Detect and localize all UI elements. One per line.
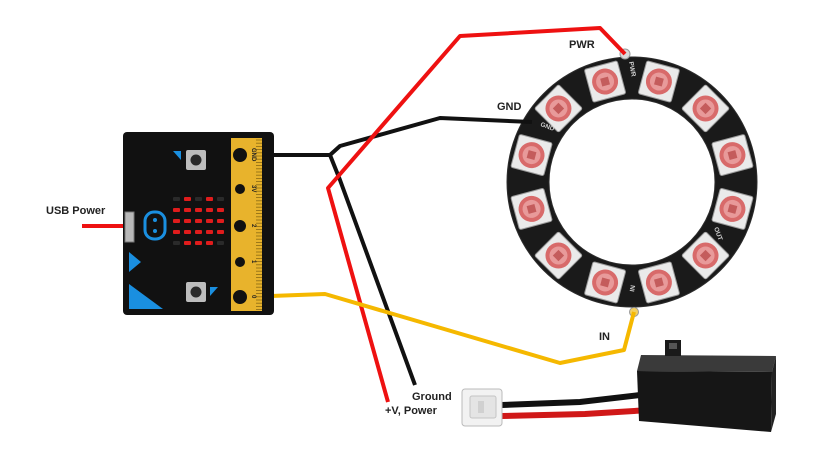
usb-power-label: USB Power (46, 205, 106, 217)
neopixel (711, 134, 754, 176)
blue-accent-top (173, 151, 181, 160)
led (195, 219, 202, 223)
button-b (186, 282, 206, 302)
led (217, 230, 224, 234)
microbit-board: GND 3V 2 1 0 (123, 132, 274, 315)
led (206, 230, 213, 234)
led (173, 197, 180, 201)
led (173, 241, 180, 245)
pin-3v: 3V (233, 182, 256, 196)
gnd-label: GND (497, 101, 522, 113)
neopixel (534, 84, 583, 133)
pin-3v-label: 3V (250, 185, 256, 192)
led (184, 219, 191, 223)
neopixel (638, 60, 680, 103)
pwr-label: PWR (569, 39, 595, 51)
ring-pad-in: IN (629, 284, 637, 292)
ground-wire-battery-lead (328, 154, 417, 386)
pin-2-label: 2 (250, 224, 256, 228)
neopixel (681, 84, 730, 133)
led (173, 219, 180, 223)
power-wire (326, 26, 627, 403)
labels: USB Power PWR GND IN Ground +V, Power (46, 39, 610, 417)
blue-accent-left (129, 252, 141, 272)
v-power-label: +V, Power (385, 405, 438, 417)
ring-pixels (510, 60, 754, 304)
ring-pad-pwr: PWR (627, 61, 637, 77)
blue-accent-corner (129, 284, 163, 309)
button-a (186, 150, 206, 170)
led (173, 230, 180, 234)
neopixel (510, 188, 553, 230)
signal-wire (242, 292, 636, 365)
led (184, 241, 191, 245)
ground-label: Ground (412, 391, 452, 403)
led (206, 208, 213, 212)
neopixel (584, 60, 626, 103)
pin-2: 2 (232, 218, 256, 234)
led (195, 230, 202, 234)
microbit-logo (143, 210, 167, 241)
usb-connector (124, 211, 135, 243)
pin-0-label: 0 (250, 295, 256, 299)
led-matrix (173, 197, 224, 245)
neopixel (534, 231, 583, 280)
led (173, 208, 180, 212)
led (206, 219, 213, 223)
led (184, 197, 191, 201)
led (217, 241, 224, 245)
led (217, 208, 224, 212)
ring-pad-out: OUT (712, 226, 723, 241)
neopixel (584, 261, 626, 304)
neopixel (638, 261, 680, 304)
led (195, 208, 202, 212)
led (195, 241, 202, 245)
led (217, 219, 224, 223)
led (195, 197, 202, 201)
neopixel (510, 134, 553, 176)
led (206, 241, 213, 245)
pin-1-label: 1 (250, 260, 256, 264)
pin-0: 0 (231, 288, 256, 306)
pin-gnd-label: GND (250, 148, 256, 162)
led (217, 197, 224, 201)
led (206, 197, 213, 201)
ground-wire (262, 116, 533, 157)
led (184, 208, 191, 212)
pin-gnd: GND (231, 146, 256, 164)
in-label: IN (599, 331, 610, 343)
neopixel (681, 231, 730, 280)
neopixel-ring: PWR GND OUT IN (506, 48, 758, 317)
pin-1: 1 (233, 255, 256, 269)
jst-connector (461, 388, 503, 427)
battery-pack (461, 340, 776, 432)
ring-pad-labels: PWR GND OUT IN (539, 61, 723, 292)
wires (82, 26, 636, 403)
ring-pad-gnd: GND (539, 121, 555, 133)
edge-connector: GND 3V 2 1 0 (231, 138, 262, 311)
neopixel (711, 188, 754, 230)
led (184, 230, 191, 234)
